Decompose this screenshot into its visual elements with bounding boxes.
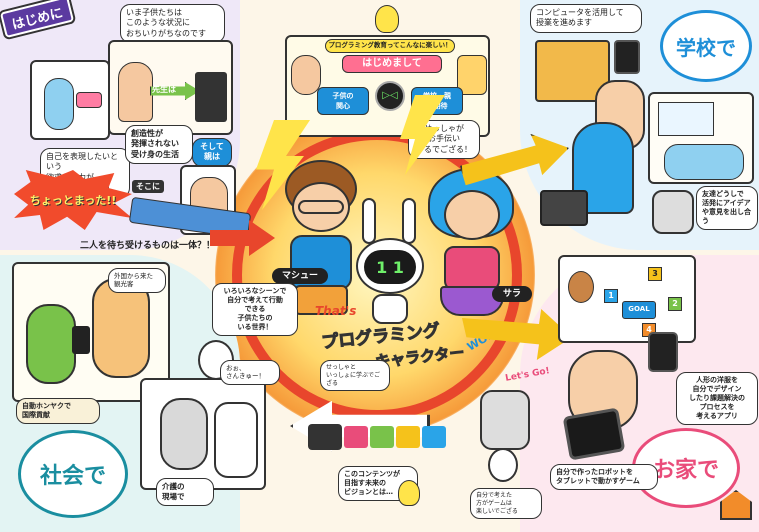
question-banner: 二人を待ち受けるものは一体？！ (80, 241, 216, 251)
badge-honyaku: 自動ホンヤクで 国際貢献 (16, 398, 100, 425)
girl-with-visor (26, 304, 76, 384)
whiteboard (658, 102, 714, 136)
right-figure (457, 55, 487, 95)
teddy-bear-icon (568, 271, 594, 303)
lightbulb-bottom-icon (398, 480, 420, 506)
train-car-3 (396, 426, 420, 448)
logo-block: That's プログラミング キャラクター WORLD (315, 300, 515, 380)
puzzle-3: 3 (648, 267, 662, 281)
student-figure (44, 78, 74, 130)
small-robot-home-icon (488, 448, 518, 482)
game-device (76, 92, 102, 108)
home-label: お家で (652, 458, 719, 483)
train-engine (308, 424, 342, 450)
matthew-name-tag: マシュー (272, 268, 328, 284)
home-robot-figure (480, 390, 530, 450)
home-label-circle: お家で (632, 428, 740, 508)
train-car-1 (344, 426, 368, 448)
robot-mini-face: ▷◁ (375, 81, 405, 111)
care-robot-figure (214, 402, 258, 478)
caption-tourist: 外国から来た 観光客 (108, 268, 166, 293)
society-label: 社会で (39, 464, 106, 489)
school-caption: コンピュータを活用して 授業を進めます (530, 4, 642, 33)
bubble-passive-life: 創造性が 発揮されない 受け身の生活 (125, 125, 193, 165)
school-classroom-panel (648, 92, 754, 184)
small-robot-icon (652, 190, 694, 234)
society-label-circle: 社会で (18, 430, 128, 518)
tourist-figure (92, 278, 150, 378)
logo-thats: That's (315, 304, 357, 318)
chotto-title: ちょっとまった!! (29, 194, 117, 207)
bubble-home-game: 自分で作ったロボットを タブレットで動かすゲーム (550, 464, 658, 491)
bubble-school-friends: 友達どうしで 活発にアイデア や意見を出し合う (696, 186, 758, 231)
left-boy-figure (291, 55, 321, 95)
robot-face-display: 1 1 (376, 257, 404, 277)
sarah-face (444, 190, 500, 240)
tablet-icon (614, 40, 640, 74)
teacher-figure (118, 62, 153, 122)
elderly-figure (160, 398, 208, 470)
robot-character: 1 1 (350, 198, 430, 328)
robot-body (372, 294, 408, 324)
train-car-4 (422, 426, 446, 448)
top-banner: プログラミング教育ってこんなに楽しい！ (325, 39, 455, 53)
bubble-ojisan: おぉ、 さんきゅー！ (220, 360, 280, 385)
bubble-contents: このコンテンツが 目指す未来の ビジョンとは… (338, 466, 418, 502)
puzzle-1: 1 (604, 289, 618, 303)
intro-caption: いま子供たちは このような状況に おちいりがちなのです (120, 4, 225, 44)
laptop-icon (540, 190, 588, 226)
translator-phone-icon (72, 326, 90, 354)
society-care-panel (140, 378, 266, 490)
center-top-panel: プログラミング教育ってこんなに楽しい！ はじめまして 子供の 関心 ▷◁ 学校・… (285, 35, 490, 137)
badge-kaigo: 介護の 現場で (156, 478, 214, 506)
sarah-name-tag: サラ (492, 286, 532, 302)
train-car-2 (370, 426, 394, 448)
matthew-glasses-icon (298, 200, 344, 214)
intro-panel-teacher: 先生は (108, 40, 233, 135)
robot-screen: 1 1 (364, 250, 416, 284)
bubble-parents: そして 親は (192, 138, 232, 167)
stack-of-books (195, 72, 227, 122)
goal-badge: GOAL (622, 301, 656, 319)
train-icon (308, 420, 458, 452)
small-bubble-center: せっしゃと いっしょに学ぶでござる (320, 360, 390, 392)
school-label-circle: 学校で (660, 10, 752, 82)
robot-ear-left (362, 198, 376, 244)
intro-panel-students (30, 60, 110, 140)
home-app-panel: 1 GOAL 2 3 4 (558, 255, 696, 343)
teacher-label: 先生は (152, 85, 176, 94)
expect-left: 子供の 関心 (317, 87, 369, 115)
sarah-shirt (444, 246, 500, 291)
bubble-kids-game: 自分で考えた 方がゲームは 楽しいでござる (470, 488, 542, 520)
hajimemashite-title: はじめまして (342, 55, 442, 73)
phone-icon (648, 332, 678, 372)
school-label: 学校で (676, 35, 736, 60)
lightbulb-icon (375, 5, 399, 33)
classmates (664, 144, 744, 180)
bubble-scenes: いろいろなシーンで 自分で考えて行動 できる 子供たちの いる世界！ (212, 283, 298, 337)
robot-ear-right (402, 198, 416, 244)
bubble-home-app: 人形の洋服を 自分でデザイン したり課題解決の プロセスを 考えるアプリ (676, 372, 758, 426)
puzzle-2: 2 (668, 297, 682, 311)
soko-label: そこに (132, 180, 164, 193)
